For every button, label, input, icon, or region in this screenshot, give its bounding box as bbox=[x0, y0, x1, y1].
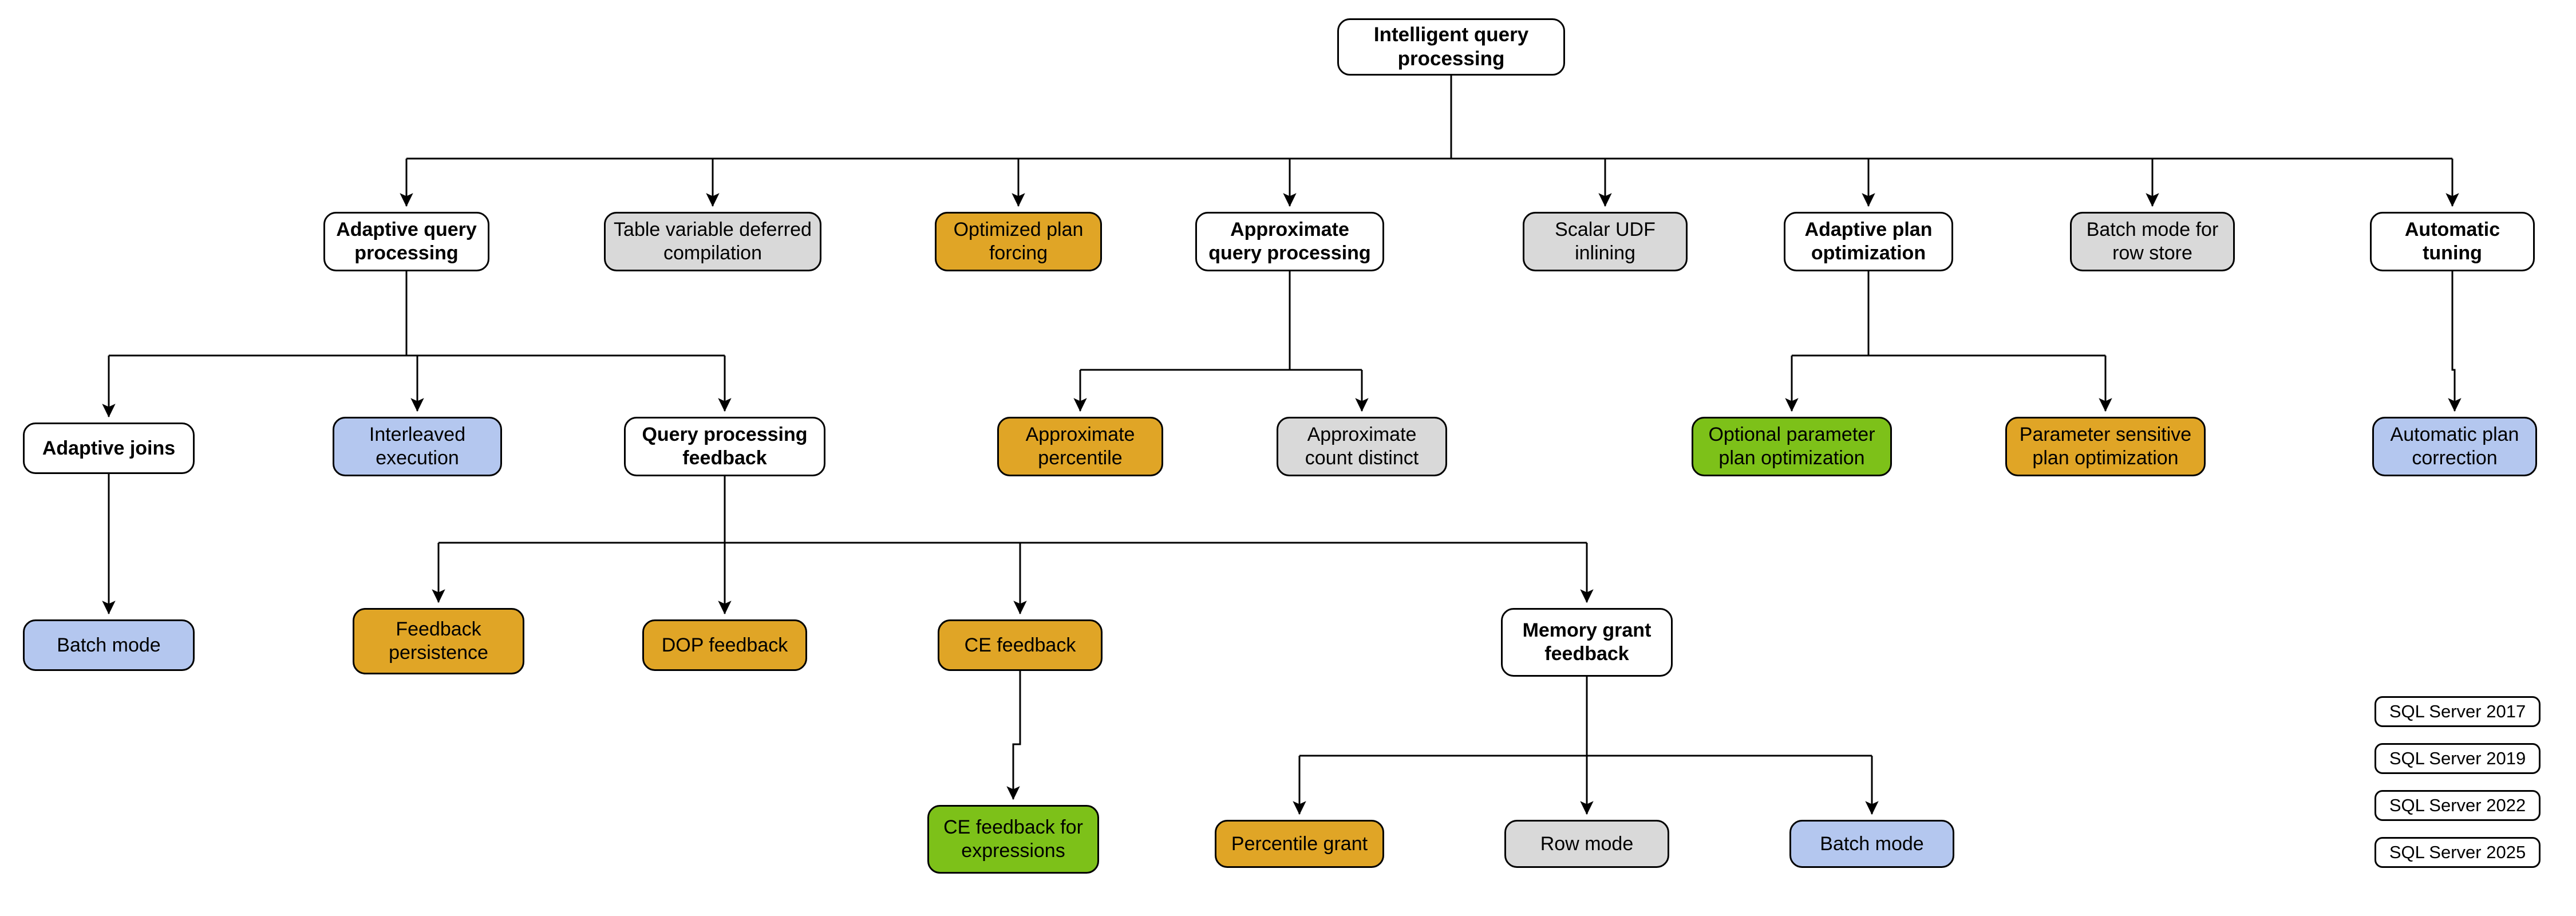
node-oppo[interactable]: Optional parameter plan optimization bbox=[1692, 417, 1892, 476]
node-approxpct[interactable]: Approximate percentile bbox=[997, 417, 1163, 476]
edge-cefb-to-cefbexpr bbox=[1006, 671, 1021, 800]
node-opf[interactable]: Optimized plan forcing bbox=[935, 212, 1102, 271]
legend-2019: SQL Server 2019 bbox=[2374, 743, 2541, 774]
node-apq[interactable]: Approximate query processing bbox=[1195, 212, 1384, 271]
node-rowmode[interactable]: Row mode bbox=[1504, 820, 1669, 868]
node-aqp[interactable]: Adaptive query processing bbox=[323, 212, 489, 271]
node-cefb[interactable]: CE feedback bbox=[938, 619, 1103, 671]
node-approxcount[interactable]: Approximate count distinct bbox=[1277, 417, 1447, 476]
node-apc[interactable]: Automatic plan correction bbox=[2372, 417, 2537, 476]
node-apo[interactable]: Adaptive plan optimization bbox=[1784, 212, 1953, 271]
node-mgf[interactable]: Memory grant feedback bbox=[1501, 608, 1673, 677]
node-interleaved[interactable]: Interleaved execution bbox=[333, 417, 502, 476]
node-batchmode1[interactable]: Batch mode bbox=[23, 619, 195, 671]
node-dopfb[interactable]: DOP feedback bbox=[642, 619, 807, 671]
node-root[interactable]: Intelligent query processing bbox=[1337, 18, 1565, 76]
node-autotune[interactable]: Automatic tuning bbox=[2370, 212, 2535, 271]
node-adaptivejoins[interactable]: Adaptive joins bbox=[23, 423, 195, 474]
edge-autotune-to-apc bbox=[2448, 271, 2462, 412]
legend-2022: SQL Server 2022 bbox=[2374, 790, 2541, 821]
node-qpf[interactable]: Query processing feedback bbox=[624, 417, 825, 476]
node-batchmode2[interactable]: Batch mode bbox=[1789, 820, 1954, 868]
node-pspo[interactable]: Parameter sensitive plan optimization bbox=[2005, 417, 2206, 476]
node-fbpersist[interactable]: Feedback persistence bbox=[353, 608, 524, 674]
node-cefbexpr[interactable]: CE feedback for expressions bbox=[927, 805, 1099, 874]
node-pctgrant[interactable]: Percentile grant bbox=[1215, 820, 1384, 868]
node-tvdc[interactable]: Table variable deferred compilation bbox=[604, 212, 821, 271]
legend-2017: SQL Server 2017 bbox=[2374, 696, 2541, 727]
node-sudf[interactable]: Scalar UDF inlining bbox=[1523, 212, 1688, 271]
legend-2025: SQL Server 2025 bbox=[2374, 837, 2541, 868]
node-bmrs[interactable]: Batch mode for row store bbox=[2070, 212, 2235, 271]
